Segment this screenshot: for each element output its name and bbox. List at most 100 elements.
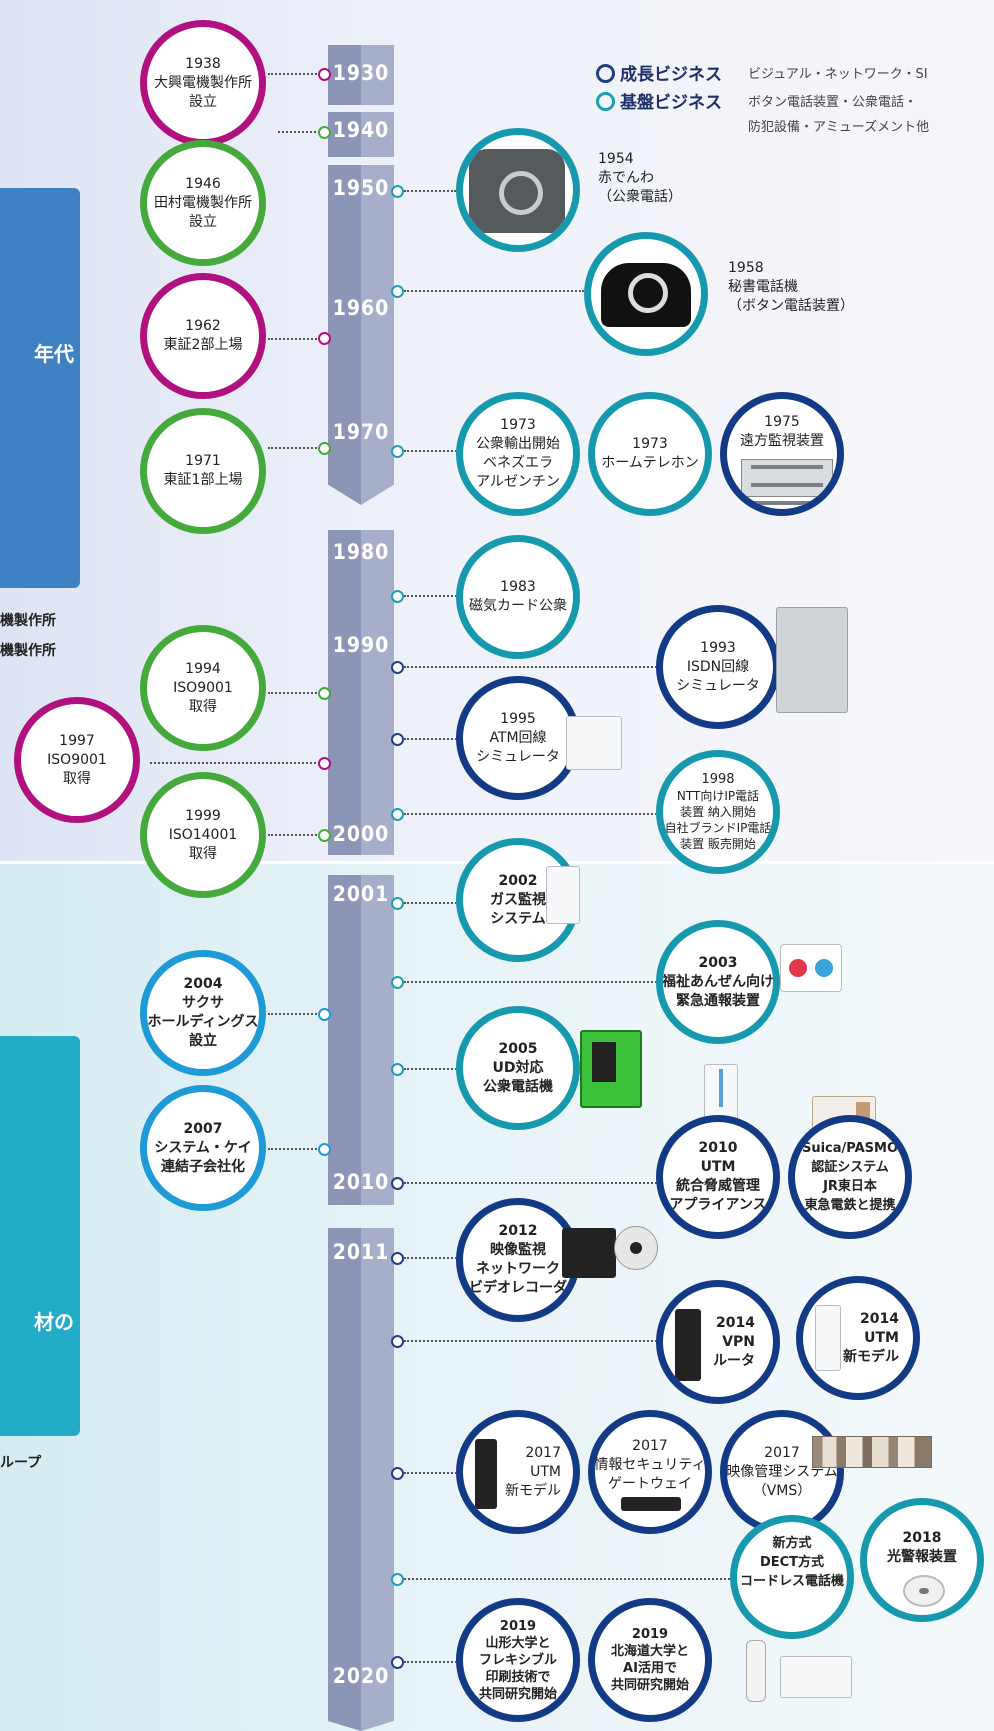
- event-2012: 2012 映像監視 ネットワーク ビデオレコーダ: [456, 1198, 580, 1322]
- event-1962-line1: 東証2部上場: [163, 337, 243, 353]
- timeline-dot-1946: [318, 126, 331, 139]
- event-1995-line2: シミュレータ: [476, 748, 560, 765]
- timeline-dot-2018: [391, 1573, 404, 1586]
- decade-2000: 2000: [332, 822, 390, 846]
- event-2010a-year: 2010: [698, 1140, 738, 1156]
- decade-1950: 1950: [332, 176, 390, 200]
- event-1962-year: 1962: [185, 318, 221, 334]
- legend-base-desc-1: ボタン電話装置・公衆電話・: [748, 95, 918, 110]
- connector-1971: [268, 447, 324, 449]
- connector-1954: [404, 190, 456, 192]
- timeline-dot-1971: [318, 442, 331, 455]
- event-2014a-year: 2014: [716, 1314, 755, 1331]
- timeline-dot-2014: [391, 1335, 404, 1348]
- event-2017-gateway: 2017 情報セキュリティ ゲートウェイ: [588, 1410, 712, 1534]
- event-2017a-year: 2017: [525, 1444, 561, 1461]
- event-1983-line1: 磁気カード公衆: [469, 598, 567, 614]
- event-1973a-year: 1973: [500, 417, 536, 433]
- event-1994-line2: 取得: [189, 698, 217, 715]
- security-camera-icon: [614, 1226, 658, 1270]
- utm-tower-icon: [475, 1439, 497, 1509]
- legend-growth: 成長ビジネス ビジュアル・ネットワーク・SI: [596, 60, 990, 88]
- event-2004-line2: ホールディングス: [147, 1014, 259, 1030]
- event-2002-year: 2002: [498, 872, 538, 889]
- event-2012-line2: ネットワーク: [476, 1261, 560, 1277]
- event-2019a-line4: 共同研究開始: [478, 1686, 557, 1702]
- event-1993-line2: シミュレータ: [676, 677, 760, 694]
- event-2018-dect: 新方式 DECT方式 コードレス電話機: [730, 1515, 854, 1639]
- event-1994-line1: ISO9001: [173, 679, 233, 696]
- timeline-spine-2001-2010: [328, 875, 394, 1205]
- event-1998-year: 1998: [701, 772, 735, 787]
- legend-growth-desc: ビジュアル・ネットワーク・SI: [748, 67, 928, 82]
- legend-base-ring-icon: [596, 92, 615, 111]
- connector-1999: [268, 834, 324, 836]
- event-2019-hokkaido: 2019 北海道大学と AI活用で 共同研究開始: [588, 1598, 712, 1722]
- connector-1995: [404, 738, 460, 740]
- timeline-dot-2003: [391, 976, 404, 989]
- event-2017-utm: 2017 UTM 新モデル: [456, 1410, 580, 1534]
- event-1958-photo: [584, 232, 708, 356]
- timeline-dot-2002: [391, 897, 404, 910]
- event-2019a-line1: 山形大学と: [485, 1635, 551, 1651]
- event-2005: 2005 UD対応 公衆電話機: [456, 1006, 580, 1130]
- era-note-3: ループ: [0, 1455, 42, 1471]
- event-2004-year: 2004: [183, 976, 223, 992]
- event-2017a-line1: UTM: [530, 1463, 561, 1480]
- event-1998-line2: 装置 納入開始: [680, 805, 756, 819]
- timeline-dot-1958: [391, 285, 404, 298]
- event-2014a-line1: VPN: [722, 1333, 755, 1350]
- decade-2001: 2001: [332, 882, 390, 906]
- decade-1960: 1960: [332, 296, 390, 320]
- event-1993-line1: ISDN回線: [686, 658, 750, 675]
- event-1997-year: 1997: [59, 732, 95, 749]
- timeline-dot-2017: [391, 1467, 404, 1480]
- event-1973a-line1: 公衆輸出開始: [476, 436, 560, 452]
- connector-2018: [404, 1578, 730, 1580]
- timeline-dot-2007: [318, 1143, 331, 1156]
- connector-2002: [404, 902, 460, 904]
- decade-1930: 1930: [332, 61, 390, 85]
- utm-appliance-icon: [704, 1064, 738, 1120]
- decade-1970: 1970: [332, 420, 390, 444]
- legend-base-desc-2: 防犯設備・アミューズメント他: [748, 120, 930, 135]
- era-note-1: 機製作所: [0, 613, 56, 629]
- timeline-dot-1973: [391, 445, 404, 458]
- event-1999-year: 1999: [185, 807, 221, 824]
- timeline-dot-2004: [318, 1008, 331, 1021]
- event-2012-line1: 映像監視: [490, 1242, 546, 1258]
- event-2017b-line2: ゲートウェイ: [608, 1476, 692, 1492]
- timeline-dot-1997: [318, 757, 331, 770]
- video-management-screens-icon: [812, 1436, 932, 1468]
- event-2018a-line2: コードレス電話機: [739, 1574, 844, 1589]
- event-2002-line1: ガス監視: [490, 891, 546, 908]
- legend-growth-ring-icon: [596, 64, 615, 83]
- event-2010b-line2: JR東日本: [823, 1179, 877, 1194]
- event-1983: 1983 磁気カード公衆: [456, 535, 580, 659]
- event-1973a-line2: ベネズエラ: [483, 455, 553, 471]
- isdn-simulator-icon: [776, 607, 848, 713]
- connector-2019: [404, 1661, 460, 1663]
- era-panel-upper-text: 年代: [34, 342, 74, 366]
- era-panel-upper: 年代: [0, 188, 80, 588]
- event-2019a-line3: 印刷技術で: [485, 1669, 551, 1685]
- event-2017a-line2: 新モデル: [505, 1482, 561, 1499]
- event-1975-line1: 遠方監視装置: [740, 433, 824, 449]
- event-2010-suica: Suica/PASMO 認証システム JR東日本 東急電鉄と提携: [788, 1115, 912, 1239]
- event-2014a-line2: ルータ: [713, 1352, 755, 1369]
- event-2017c-line2: （VMS）: [752, 1482, 812, 1499]
- event-1938-line2: 設立: [189, 93, 217, 110]
- public-phone-icon: [580, 1030, 642, 1108]
- connector-2014: [404, 1340, 660, 1342]
- event-2004-line1: サクサ: [182, 995, 224, 1011]
- connector-1997: [150, 762, 324, 764]
- connector-2005: [404, 1068, 460, 1070]
- vpn-router-icon: [675, 1309, 701, 1381]
- connector-1973: [404, 450, 460, 452]
- event-2017c-line1: 映像管理システム: [726, 1463, 838, 1480]
- legend-growth-name: 成長ビジネス: [620, 65, 722, 85]
- connector-1938: [268, 73, 324, 75]
- utm-server-icon: [815, 1305, 841, 1371]
- event-1998-line3: 自社ブランドIP電話: [664, 821, 772, 835]
- event-2005-year: 2005: [498, 1040, 538, 1057]
